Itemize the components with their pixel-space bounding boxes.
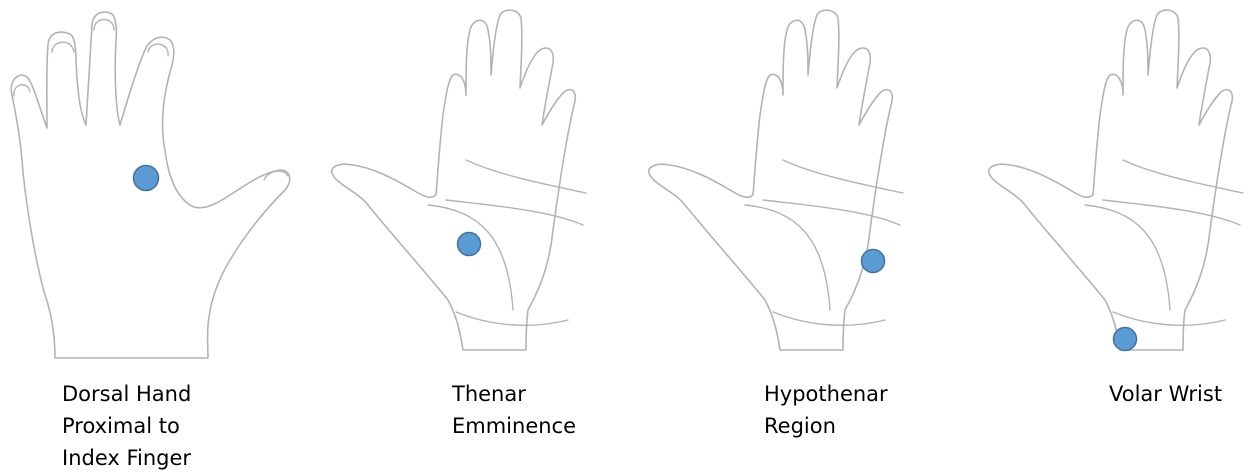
injection-site-marker: [1114, 328, 1137, 351]
caption-line: Proximal to: [62, 410, 191, 442]
hand-palm-thenar: [332, 10, 586, 350]
caption-line: Dorsal Hand: [62, 378, 191, 410]
caption-line: Region: [764, 410, 888, 442]
caption-line: Hypothenar: [764, 378, 888, 410]
caption-hypothenar: Hypothenar Region: [764, 378, 888, 442]
hand-palm-hypothenar: [649, 10, 903, 350]
caption-thenar: Thenar Emminence: [452, 378, 576, 442]
caption-volar-wrist: Volar Wrist: [1109, 378, 1222, 410]
hand-palm-volar-wrist: [989, 10, 1243, 350]
injection-site-marker: [862, 250, 885, 273]
caption-line: Thenar: [452, 378, 576, 410]
caption-line: Index Finger: [62, 442, 191, 474]
injection-site-marker: [458, 233, 481, 256]
caption-line: Volar Wrist: [1109, 378, 1222, 410]
caption-line: Emminence: [452, 410, 576, 442]
caption-dorsal-hand: Dorsal Hand Proximal to Index Finger: [62, 378, 191, 474]
injection-site-marker: [134, 166, 159, 191]
hand-dorsal: [11, 12, 290, 358]
